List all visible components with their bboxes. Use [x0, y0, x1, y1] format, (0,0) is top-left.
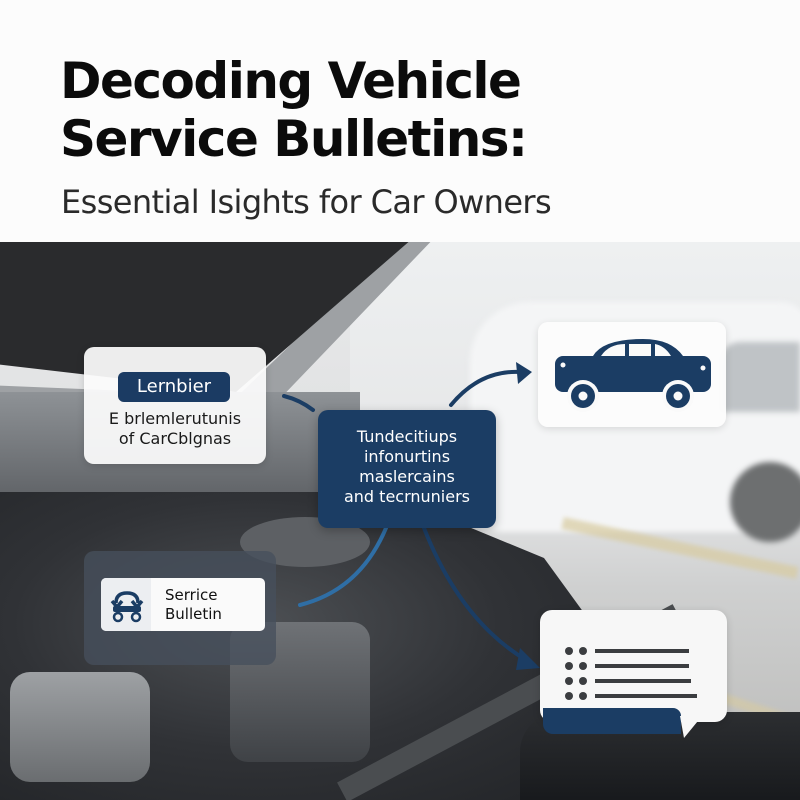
van-wheel — [730, 462, 800, 542]
subtitle: Essential Isights for Car Owners — [61, 183, 552, 221]
bulletin-text: Serrice Bulletin — [165, 586, 222, 624]
center-line-4: and tecrnuniers — [343, 487, 471, 506]
bullet-dot-icon — [565, 647, 573, 655]
bullet-dot-icon — [579, 677, 587, 685]
bullet-dot-icon — [565, 677, 573, 685]
list-chat-card — [540, 610, 727, 734]
bullet-dot-icon — [579, 692, 587, 700]
header: Decoding Vehicle Service Bulletins: Esse… — [0, 0, 800, 242]
bullet-dot-icon — [565, 692, 573, 700]
navy-footer-bar — [543, 708, 681, 734]
bullet-dot-icon — [579, 662, 587, 670]
text-line — [595, 679, 691, 683]
van-window — [720, 342, 800, 412]
bullet-dot-icon — [565, 662, 573, 670]
service-bulletin-card: Serrice Bulletin — [84, 551, 276, 665]
car-icon — [555, 339, 711, 412]
title-line-2: Service Bulletins: — [60, 110, 528, 168]
vehicle-service-icon — [110, 591, 144, 623]
speech-bubble-tail — [680, 716, 702, 738]
learn-badge: Lernbier — [118, 372, 230, 402]
learn-text-line-1: E brlemlerutunis — [108, 409, 242, 428]
service-bulletin-label: Serrice Bulletin — [101, 578, 265, 631]
center-line-2: infonurtins — [363, 447, 451, 466]
bulletin-line-1: Serrice — [165, 586, 218, 604]
text-line — [595, 664, 689, 668]
car-card — [538, 322, 726, 427]
icon-container — [101, 578, 151, 631]
bulletin-line-2: Bulletin — [165, 605, 222, 623]
center-line-1: Tundecitiups — [356, 427, 458, 446]
text-line — [595, 649, 689, 653]
page-title: Decoding Vehicle Service Bulletins: — [60, 52, 528, 168]
text-line — [595, 694, 697, 698]
center-line-3: maslercains — [359, 467, 455, 486]
learn-text: E brlemlerutunis of CarCblgnas — [84, 409, 266, 449]
learn-text-line-2: of CarCblgnas — [118, 429, 232, 448]
bullet-dot-icon — [579, 647, 587, 655]
center-info-card: Tundecitiups infonurtins maslercains and… — [318, 410, 496, 528]
learn-card: Lernbier E brlemlerutunis of CarCblgnas — [84, 347, 266, 464]
reservoir — [10, 672, 150, 782]
title-line-1: Decoding Vehicle — [60, 52, 522, 110]
